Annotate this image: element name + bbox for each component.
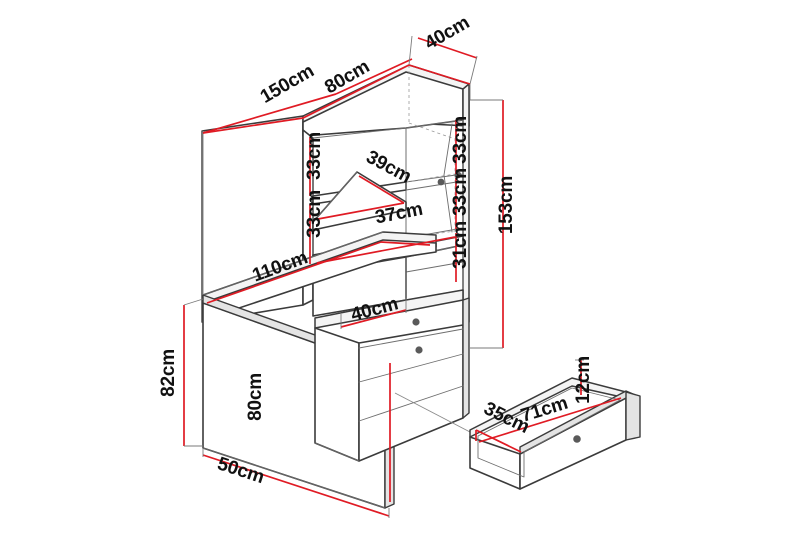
- label-12cm: 12cm: [573, 356, 594, 404]
- dim-line-150: [202, 93, 337, 134]
- drawer-knob-bottom[interactable]: [415, 346, 423, 354]
- drawer-detail-interior: [477, 435, 525, 478]
- drawer-detail-group: [394, 377, 641, 490]
- dim-line-50: [202, 454, 390, 517]
- label-33cm-right-mid: 33cm: [450, 168, 471, 216]
- dim-edge-back-panel-top: [202, 64, 410, 134]
- desk-top-back-line: [202, 231, 384, 296]
- dim-line-71: [478, 397, 622, 443]
- desk-side-panel-bottom-line: [202, 447, 386, 509]
- hutch-knob-1[interactable]: [437, 178, 445, 186]
- drawer-knob-top[interactable]: [412, 318, 420, 326]
- drawer-detail-interior-back: [477, 387, 621, 437]
- hutch-hidden-line-2: [405, 173, 456, 183]
- hutch-right-divider: [443, 123, 453, 233]
- corner-shelf-inner-edge: [312, 171, 358, 223]
- dim-line-40-drawer: [340, 309, 407, 328]
- hutch-group: [302, 64, 470, 326]
- drawer-cabinet-right-side: [462, 297, 470, 419]
- hutch-hidden-line-1: [408, 122, 456, 232]
- drawer-cabinet-plinth: [314, 442, 360, 462]
- drawer-reveal-top: [358, 328, 464, 349]
- dim-line-110-b: [380, 241, 431, 246]
- ext-line-40-left: [408, 35, 413, 66]
- drawer-divider-2: [358, 385, 464, 422]
- dim-line-39-b: [317, 202, 405, 220]
- label-153cm: 153cm: [496, 176, 517, 234]
- dim-line-37: [316, 236, 456, 264]
- drawer-detail-inner-front: [523, 399, 621, 453]
- label-33cm-right-upper: 33cm: [450, 116, 471, 164]
- dim-line-40-top: [417, 37, 478, 59]
- dim-line-80: [335, 58, 413, 95]
- drawer-cabinet-left-side: [314, 327, 360, 462]
- drawer-divider-1: [358, 353, 464, 383]
- dim-line-110: [206, 241, 382, 304]
- label-33cm-left-lower: 33cm: [304, 190, 325, 238]
- drawer-detail-left-end: [469, 436, 521, 490]
- ext-line-82-top: [183, 298, 204, 306]
- label-31cm: 31cm: [450, 221, 471, 269]
- dim-line-35: [475, 429, 522, 453]
- label-82cm: 82cm: [158, 349, 179, 397]
- drawer-detail-knob[interactable]: [573, 435, 581, 443]
- label-80cm-leg: 80cm: [245, 373, 266, 421]
- drawer-cabinet-group: [314, 289, 470, 462]
- drawer-detail-right-wall: [625, 391, 641, 441]
- label-33cm-left-upper: 33cm: [304, 132, 325, 180]
- dimension-lines: [183, 35, 622, 518]
- dim-edge-hutch-top-right: [408, 64, 471, 85]
- label-150cm: 150cm: [257, 61, 318, 108]
- dim-line-39: [358, 175, 405, 204]
- drawer-detail-leader: [394, 392, 471, 433]
- ext-line-40-right: [469, 55, 478, 85]
